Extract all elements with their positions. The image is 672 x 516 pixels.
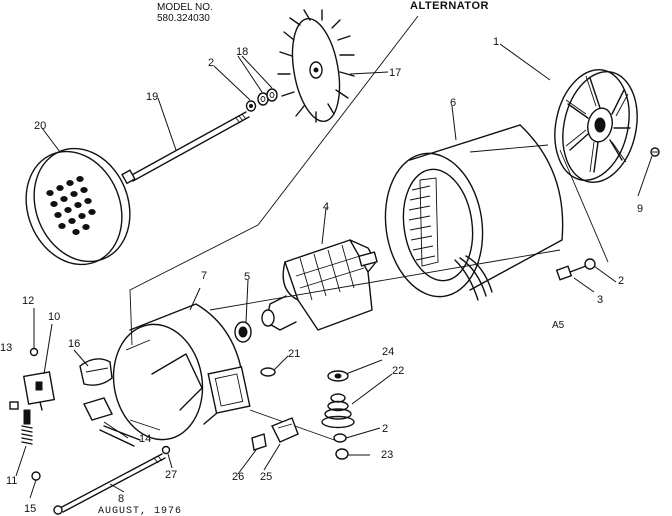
plug-part-21 [260,367,276,377]
diagram-title: ALTERNATOR [410,0,489,12]
callout-20: 20 [34,120,46,132]
bracket-part-14 [83,397,141,447]
clip-part-13 [9,401,19,410]
callout-2-upper: 2 [208,57,214,69]
leader-lines [15,43,653,499]
callout-26: 26 [232,471,244,483]
callout-5: 5 [244,271,250,283]
callout-24: 24 [382,346,394,358]
stator-windings [408,177,439,267]
callout-4: 4 [323,201,329,213]
callout-27: 27 [165,469,177,481]
callout-8: 8 [118,493,124,505]
callout-1: 1 [493,36,499,48]
nut-part-2-upper [245,100,257,112]
washer-part-2-lower [333,433,347,443]
callout-13: 13 [0,342,12,354]
callout-25: 25 [260,471,272,483]
cap-part-24 [327,370,349,382]
spring-part-22 [321,393,355,429]
rotor-part-4 [261,239,378,331]
callout-2-lower: 2 [382,423,388,435]
callout-16: 16 [68,338,80,350]
switch-part-10 [22,371,56,411]
washers-part-18 [257,88,278,106]
end-bell-part-1 [554,69,638,183]
model-label: MODEL NO. [157,2,213,13]
screw-part-15 [31,471,41,481]
nut-part-2-right [584,258,596,270]
rod-part-8 [53,453,166,515]
cover-vent-holes [46,176,96,235]
callout-6: 6 [450,97,456,109]
clip-part-26 [251,433,267,451]
callout-2-right: 2 [618,275,624,287]
callout-21: 21 [288,348,300,360]
callout-9: 9 [637,203,643,215]
bracket-part-25 [271,417,299,443]
callout-19: 19 [146,91,158,103]
through-bolt-part-19 [121,111,250,185]
callout-23: 23 [381,449,393,461]
callout-3: 3 [597,294,603,306]
spring-part-11 [21,409,33,445]
screw-part-12 [29,347,39,357]
callout-18: 18 [236,46,248,58]
callout-7: 7 [201,270,207,282]
stator-part-6 [384,124,564,301]
callout-10: 10 [48,311,60,323]
bolt-part-3 [555,265,587,281]
end-cover-part-20 [25,147,131,266]
callout-14: 14 [139,433,151,445]
footer-ref: A5 [552,320,565,331]
screw-part-9 [650,147,660,157]
callout-15: 15 [24,503,36,515]
model-number: 580.324030 [157,13,210,24]
fan-part-17 [277,9,355,123]
housing-part-7 [112,303,251,441]
nut-part-27 [161,445,171,455]
callout-22: 22 [392,365,404,377]
bearing-part-5 [234,321,252,343]
callout-12: 12 [22,295,34,307]
callout-labels: 1 2 2 2 3 4 5 6 7 8 9 10 11 12 13 14 15 … [0,36,643,515]
screw-part-23 [335,448,349,460]
callout-11: 11 [6,475,17,487]
footer-date: AUGUST, 1976 [98,506,182,516]
callout-17: 17 [389,67,401,79]
